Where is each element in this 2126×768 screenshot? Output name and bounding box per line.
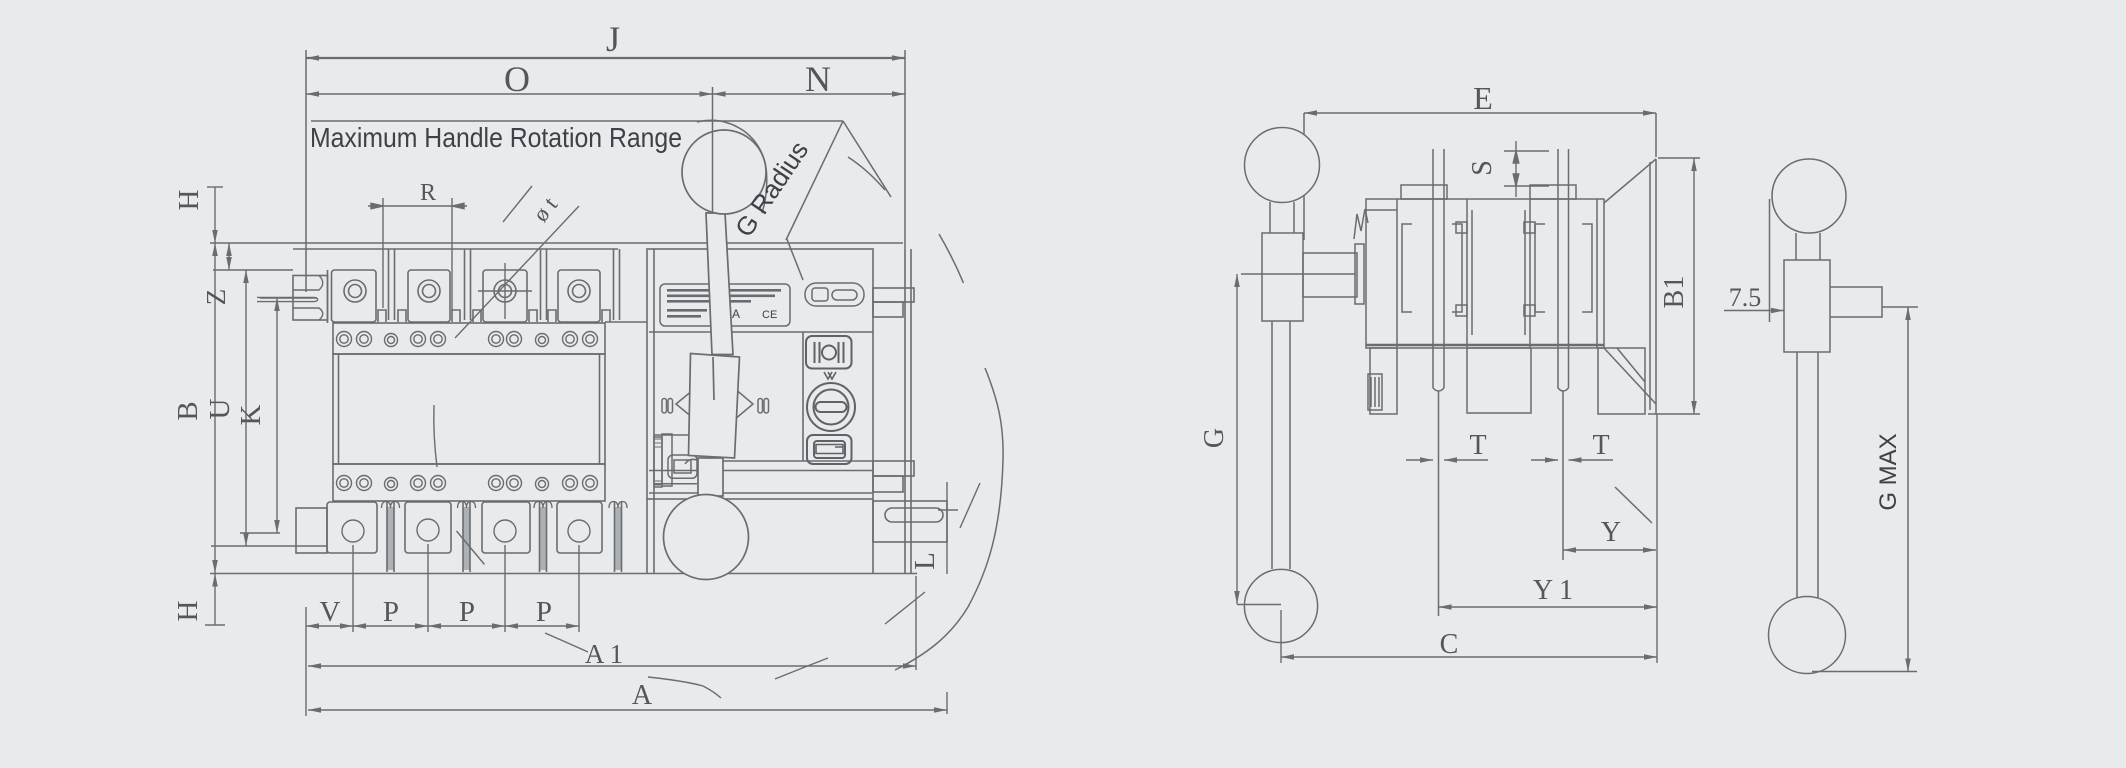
svg-text:CE: CE xyxy=(762,309,777,321)
svg-text:E: E xyxy=(1473,80,1493,116)
svg-text:Y: Y xyxy=(1601,517,1621,548)
svg-text:G: G xyxy=(1199,428,1230,448)
svg-text:U: U xyxy=(204,398,236,419)
svg-text:T: T xyxy=(1469,430,1486,461)
svg-text:H: H xyxy=(173,189,205,210)
svg-text:A: A xyxy=(732,307,740,321)
svg-text:B: B xyxy=(172,401,204,420)
svg-text:A 1: A 1 xyxy=(585,639,623,669)
svg-text:A: A xyxy=(632,680,653,711)
svg-text:T: T xyxy=(1592,430,1609,461)
svg-text:R: R xyxy=(420,180,436,206)
svg-text:P: P xyxy=(383,596,399,628)
svg-text:P: P xyxy=(536,596,552,628)
svg-text:Y 1: Y 1 xyxy=(1533,575,1573,606)
svg-text:Z: Z xyxy=(201,289,231,306)
svg-text:P: P xyxy=(459,596,475,628)
svg-text:K: K xyxy=(235,404,267,425)
svg-text:O: O xyxy=(504,59,530,99)
svg-text:Maximum Handle Rotation Range: Maximum Handle Rotation Range xyxy=(310,122,682,153)
svg-text:V: V xyxy=(320,596,341,628)
svg-text:B1: B1 xyxy=(1659,276,1690,309)
svg-text:7.5: 7.5 xyxy=(1729,283,1762,312)
svg-text:S: S xyxy=(1467,160,1498,176)
svg-text:G MAX: G MAX xyxy=(1875,433,1902,510)
svg-text:J: J xyxy=(606,19,620,59)
svg-text:N: N xyxy=(805,59,831,99)
svg-text:C: C xyxy=(1440,629,1459,660)
svg-text:H: H xyxy=(172,600,204,621)
svg-text:L: L xyxy=(909,552,941,570)
